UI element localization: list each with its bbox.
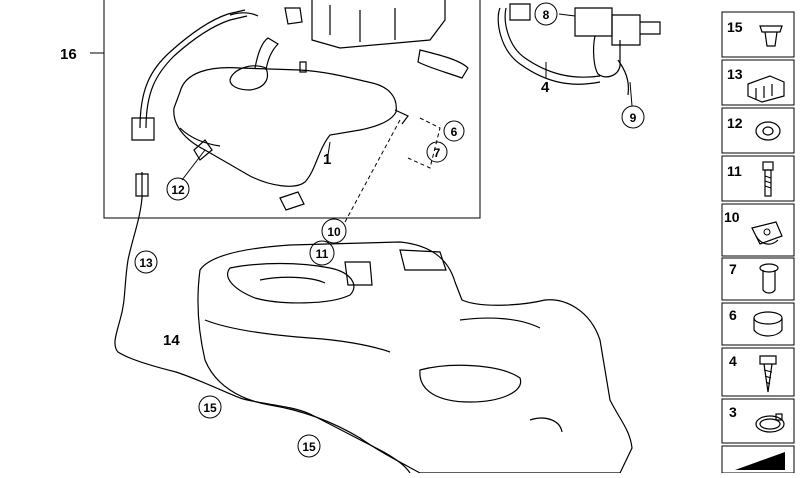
svg-text:4: 4 <box>729 353 737 369</box>
hose-clamp-icon <box>755 413 785 433</box>
svg-text:12: 12 <box>727 115 743 131</box>
svg-text:10: 10 <box>724 209 740 225</box>
svg-text:15: 15 <box>727 19 743 35</box>
pump-assembly <box>497 3 661 107</box>
callout-1: 1 <box>323 151 331 168</box>
svg-text:8: 8 <box>543 8 550 22</box>
legend-item-12: 12 <box>721 107 795 154</box>
svg-text:7: 7 <box>729 261 737 277</box>
svg-text:16: 16 <box>60 46 77 63</box>
callout-13: 13 <box>134 250 158 274</box>
cable-clip-icon <box>747 75 785 103</box>
expansion-tank <box>173 37 409 211</box>
callout-10: 10 <box>321 218 347 244</box>
svg-text:13: 13 <box>139 256 153 270</box>
push-clip-icon <box>759 25 783 47</box>
bolt-icon <box>762 161 774 197</box>
svg-text:15: 15 <box>302 440 316 454</box>
legend-item-10: 10 <box>721 203 795 257</box>
callout-4: 4 <box>541 79 550 96</box>
svg-text:13: 13 <box>727 66 743 82</box>
wedge-icon <box>735 452 785 470</box>
canister-assembly <box>229 0 469 79</box>
callout-12: 12 <box>166 177 190 201</box>
svg-text:10: 10 <box>327 225 341 239</box>
legend-item-6: 6 <box>721 302 795 346</box>
callout-14: 14 <box>163 332 180 349</box>
spacer-sleeve-icon <box>759 263 779 294</box>
svg-text:14: 14 <box>163 332 180 349</box>
svg-text:6: 6 <box>451 125 458 139</box>
grommet-icon <box>755 121 781 141</box>
legend-item-3: 3 <box>721 398 795 444</box>
fuel-tank <box>197 241 633 474</box>
legend-item-11: 11 <box>721 155 795 202</box>
svg-text:1: 1 <box>323 151 331 168</box>
callout-8: 8 <box>534 2 558 26</box>
svg-text:15: 15 <box>203 401 217 415</box>
svg-text:11: 11 <box>316 247 329 261</box>
callout-15-upper: 15 <box>198 395 222 419</box>
svg-text:12: 12 <box>171 183 185 197</box>
callout-11: 11 <box>309 240 335 266</box>
legend-item-13: 13 <box>721 59 795 106</box>
callout-6: 6 <box>443 120 465 142</box>
rubber-ring-icon <box>753 311 783 337</box>
svg-text:11: 11 <box>727 163 742 179</box>
callout-9: 9 <box>621 105 645 129</box>
callout-15-lower: 15 <box>297 434 321 458</box>
legend-item-7: 7 <box>721 257 795 301</box>
legend-item-15: 15 <box>721 11 795 58</box>
fuel-line <box>114 172 411 474</box>
svg-text:7: 7 <box>434 146 441 160</box>
spring-nut-icon <box>751 221 783 245</box>
breather-hose <box>131 9 248 141</box>
legend-column: 15 13 12 11 <box>721 11 795 474</box>
svg-text:4: 4 <box>541 79 550 96</box>
callout-16: 16 <box>60 46 77 63</box>
screw-icon <box>759 355 777 393</box>
callout-7: 7 <box>426 141 448 163</box>
svg-text:9: 9 <box>630 111 637 125</box>
svg-text:6: 6 <box>729 307 737 323</box>
legend-item-wedge <box>721 445 795 474</box>
detail-frame <box>90 0 481 219</box>
svg-text:3: 3 <box>729 404 737 420</box>
legend-item-4: 4 <box>721 347 795 397</box>
